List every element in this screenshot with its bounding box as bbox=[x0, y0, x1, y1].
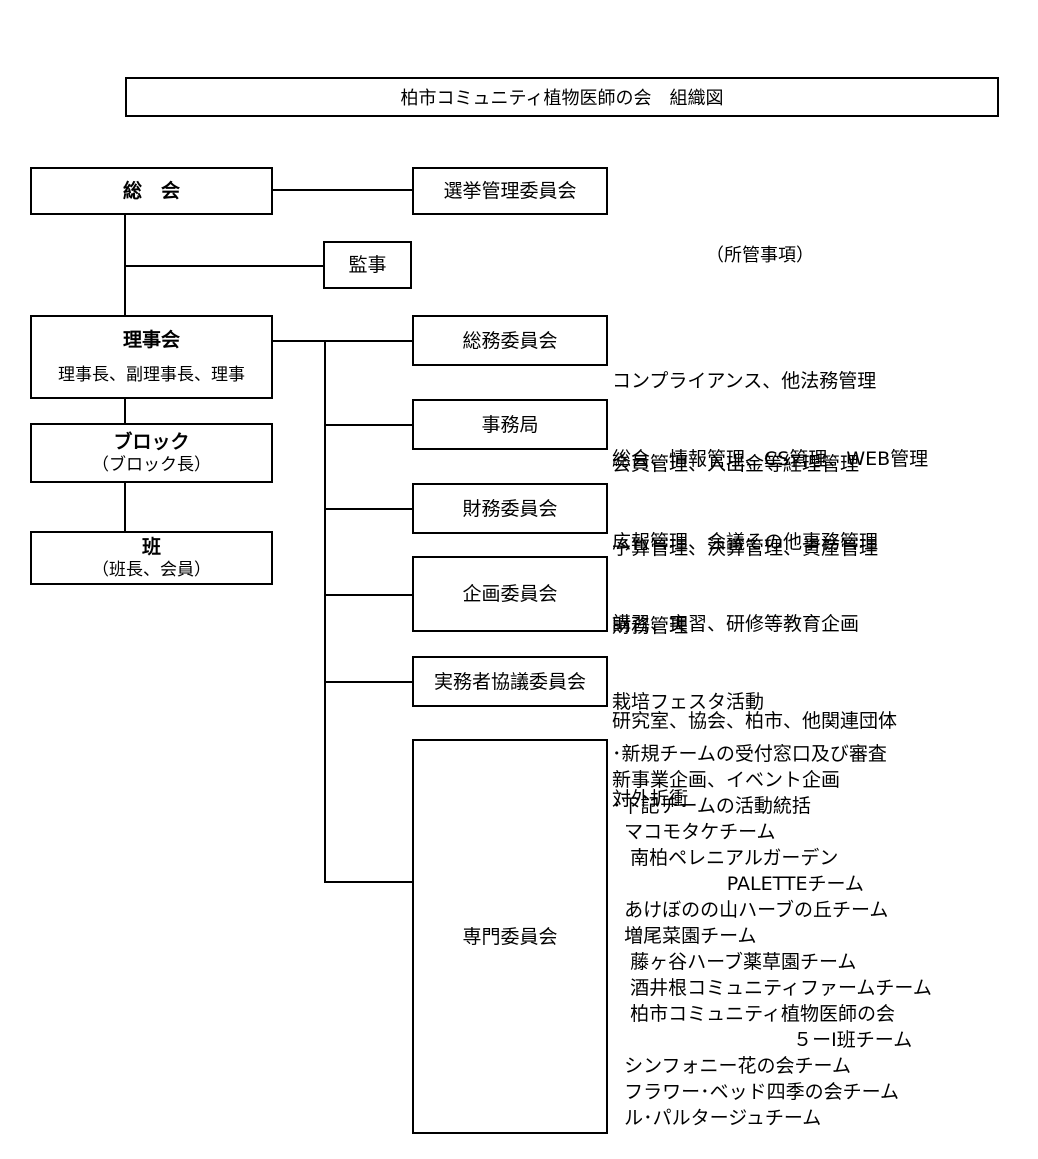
node-soumu-label: 総務委員会 bbox=[462, 329, 558, 352]
duty-line: 予算管理、決算管理、資産管理 bbox=[612, 537, 879, 559]
duty-line: ル･パルタージュチーム bbox=[612, 1107, 822, 1129]
duty-line: 研究室、協会、柏市、他関連団体 bbox=[612, 710, 898, 732]
node-rijikai: 理事会 理事長、副理事長、理事 bbox=[30, 315, 273, 399]
node-han: 班 （班長、会員） bbox=[30, 531, 273, 585]
duty-line: 講習、実習、研修等教育企画 bbox=[612, 613, 860, 635]
chart-title: 柏市コミュニティ植物医師の会 組織図 bbox=[400, 88, 724, 109]
node-han-label: 班 bbox=[141, 536, 161, 558]
duties-jitsumusha: 研究室、協会、柏市、他関連団体 対外折衝 bbox=[612, 656, 897, 838]
node-jimukyoku: 事務局 bbox=[412, 399, 608, 450]
node-soumu: 総務委員会 bbox=[412, 315, 608, 366]
node-senmon: 専門委員会 bbox=[412, 739, 608, 1134]
duty-line: 増尾菜園チーム bbox=[612, 925, 757, 947]
node-senkyo-label: 選挙管理委員会 bbox=[443, 180, 577, 202]
node-senmon-label: 専門委員会 bbox=[462, 925, 558, 948]
duties-zaimu: 予算管理、決算管理、資産管理 財務管理 bbox=[612, 483, 878, 665]
node-kikaku-label: 企画委員会 bbox=[462, 583, 558, 605]
duties-soumu: コンプライアンス、他法務管理 総会、情報管理、CS管理、WEB管理 bbox=[612, 316, 928, 498]
connector-kanji bbox=[124, 265, 324, 267]
duty-line: マコモタケチーム bbox=[612, 821, 776, 843]
node-rijikai-label: 理事会 bbox=[122, 329, 180, 351]
duty-line: ５ーI班チーム bbox=[612, 1029, 913, 1051]
duty-line: ･下記チームの活動統括 bbox=[612, 795, 811, 817]
duties-heading: （所管事項） bbox=[706, 245, 814, 266]
duty-line bbox=[612, 767, 932, 793]
duty-line: 栽培フェスタ活動 bbox=[612, 691, 765, 713]
node-rijikai-sub: 理事長、副理事長、理事 bbox=[58, 365, 245, 385]
connector-committee-spine bbox=[324, 340, 326, 883]
node-block-sub: （ブロック長） bbox=[92, 455, 211, 475]
duty-line: シンフォニー花の会チーム bbox=[612, 1055, 851, 1077]
duties-jimukyoku: 会員管理、入出金等経理管理 広報管理、会議その他事務管理 bbox=[612, 399, 878, 581]
connector-soukai-senkyo bbox=[272, 189, 414, 191]
connector-jitsumusha bbox=[324, 681, 414, 683]
duty-line: PALETTEチーム bbox=[612, 873, 864, 895]
node-soukai: 総 会 bbox=[30, 167, 273, 215]
node-jitsumusha: 実務者協議委員会 bbox=[412, 656, 608, 707]
node-jitsumusha-label: 実務者協議委員会 bbox=[433, 670, 586, 693]
duty-line: 対外折衝 bbox=[612, 788, 689, 810]
node-kikaku: 企画委員会 bbox=[412, 556, 608, 632]
node-kanji-label: 監事 bbox=[348, 254, 387, 276]
chart-title-box: 柏市コミュニティ植物医師の会 組織図 bbox=[125, 77, 999, 117]
duty-line: 南柏ペレニアルガーデン bbox=[612, 847, 839, 869]
duty-line: 総会、情報管理、CS管理、WEB管理 bbox=[612, 448, 929, 470]
duty-line: 会員管理、入出金等経理管理 bbox=[612, 453, 860, 475]
node-senkyo: 選挙管理委員会 bbox=[412, 167, 608, 215]
duty-line: 柏市コミュニティ植物医師の会 bbox=[612, 1003, 895, 1025]
node-soukai-label: 総 会 bbox=[122, 180, 180, 202]
connector-kikaku bbox=[324, 594, 414, 596]
duty-line: あけぼのの山ハーブの丘チーム bbox=[612, 899, 889, 921]
node-kanji: 監事 bbox=[323, 241, 412, 289]
duty-line: 財務管理 bbox=[612, 615, 689, 637]
duty-line: 藤ヶ谷ハーブ薬草園チーム bbox=[612, 951, 857, 973]
duty-line: 酒井根コミュニティファームチーム bbox=[612, 977, 932, 999]
node-han-sub: （班長、会員） bbox=[92, 560, 211, 580]
duties-senmon: ･新規チームの受付窓口及び審査 ･下記チームの活動統括 マコモタケチーム 南柏ペ… bbox=[612, 741, 932, 1131]
connector-rijikai-trunk bbox=[272, 340, 414, 342]
node-zaimu: 財務委員会 bbox=[412, 483, 608, 534]
duty-line: ･新規チームの受付窓口及び審査 bbox=[612, 743, 887, 765]
node-zaimu-label: 財務委員会 bbox=[462, 497, 558, 520]
duty-line: フラワー･ベッド四季の会チーム bbox=[612, 1081, 900, 1103]
connector-zaimu bbox=[324, 508, 414, 510]
connector-rijikai-block bbox=[124, 398, 126, 424]
duties-kikaku: 講習、実習、研修等教育企画 栽培フェスタ活動 新事業企画、イベント企画 bbox=[612, 559, 859, 819]
node-block-label: ブロック bbox=[113, 431, 190, 453]
connector-block-han bbox=[124, 482, 126, 532]
duty-line: 広報管理、会議その他事務管理 bbox=[612, 531, 879, 553]
node-block: ブロック （ブロック長） bbox=[30, 423, 273, 483]
connector-jimukyoku bbox=[324, 424, 414, 426]
node-jimukyoku-label: 事務局 bbox=[481, 413, 539, 436]
connector-senmon bbox=[324, 881, 414, 883]
duty-line: 新事業企画、イベント企画 bbox=[612, 769, 841, 791]
duty-line: コンプライアンス、他法務管理 bbox=[612, 370, 877, 392]
